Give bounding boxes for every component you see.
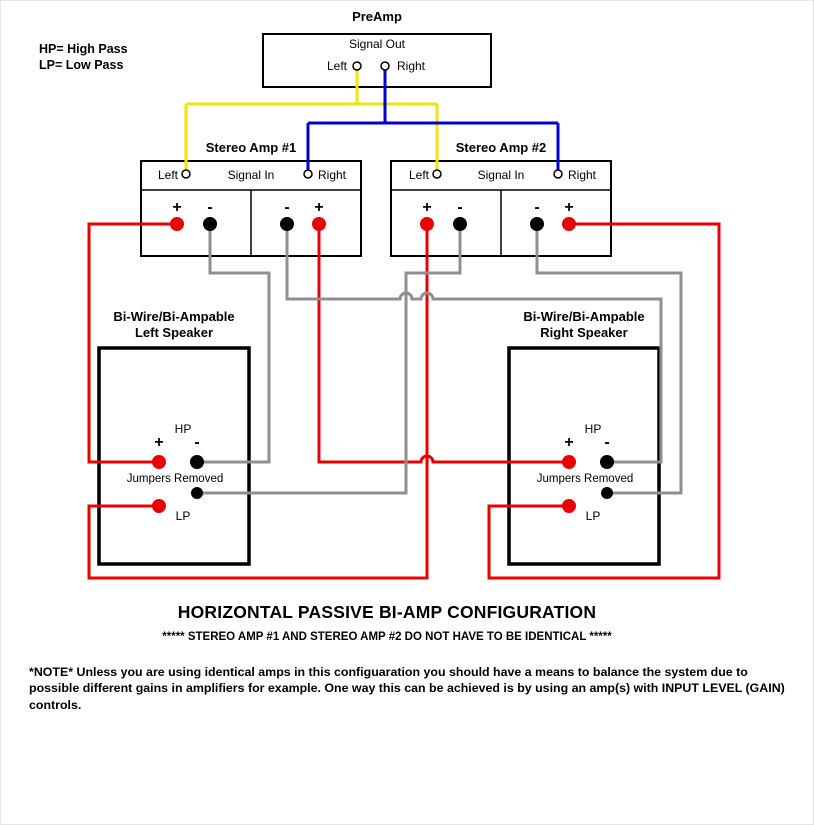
amp1-left-positive-wire [87, 222, 177, 464]
amp2-left-positive-wire [87, 224, 429, 580]
amp1-left-negative-terminal [203, 217, 217, 231]
left-speaker-lp-positive-terminal [152, 499, 166, 513]
right-speaker-minus-sign: - [604, 434, 609, 451]
left-speaker-plus-sign: + [154, 434, 163, 451]
preamp-right-label: Right [397, 59, 426, 73]
amp1-left-plus-sign: + [172, 199, 181, 216]
amp1-left-input-jack [181, 169, 191, 179]
amp1-right-positive-terminal [312, 217, 326, 231]
amp2-left-positive-terminal [420, 217, 434, 231]
right-speaker-hp-negative-terminal [600, 455, 614, 469]
amp2-left-negative-wire [197, 224, 462, 495]
left-speaker-hp-negative-terminal [190, 455, 204, 469]
amp1-right-negative-wire [285, 224, 663, 464]
amp1-left-minus-sign: - [207, 199, 212, 216]
amp2-right-label: Right [568, 168, 597, 182]
amp2-right-negative-wire [535, 224, 683, 495]
right-signal-wire [306, 70, 560, 173]
amp2-right-plus-sign: + [564, 199, 573, 216]
amp2-right-minus-sign: - [534, 199, 539, 216]
amp1-left-positive-terminal [170, 217, 184, 231]
amp1-right-label: Right [318, 168, 347, 182]
left-signal-wire [184, 70, 439, 173]
terminals [152, 61, 614, 513]
diagram-subtitle: ***** STEREO AMP #1 AND STEREO AMP #2 DO… [162, 631, 612, 643]
diagram-note: *NOTE* Unless you are using identical am… [29, 665, 785, 712]
right-speaker-plus-sign: + [564, 434, 573, 451]
amp2-right-positive-wire [487, 222, 721, 580]
amp2-left-minus-sign: - [457, 199, 462, 216]
amp1-title: Stereo Amp #1 [206, 140, 297, 155]
labels: HP= High Pass LP= Low Pass PreAmp Signal… [39, 9, 645, 523]
legend-low-pass: LP= Low Pass [39, 58, 123, 72]
amp1-right-minus-sign: - [284, 199, 289, 216]
amp1-right-input-jack [303, 169, 313, 179]
right-speaker-lp-positive-terminal [562, 499, 576, 513]
right-speaker-box [507, 346, 661, 566]
preamp-right-output-jack [380, 61, 390, 71]
preamp-left-label: Left [327, 59, 348, 73]
left-speaker-lp-label: LP [176, 509, 191, 523]
preamp-box [262, 33, 492, 88]
left-speaker-jumpers-label: Jumpers Removed [127, 473, 224, 485]
left-speaker-hp-positive-terminal [152, 455, 166, 469]
amp2-right-positive-terminal [562, 217, 576, 231]
amp2-left-plus-sign: + [422, 199, 431, 216]
amp2-left-label: Left [409, 168, 430, 182]
negative-terminals [190, 217, 614, 499]
preamp-title: PreAmp [352, 9, 402, 24]
right-speaker-title-line2: Right Speaker [540, 325, 627, 340]
legend-high-pass: HP= High Pass [39, 42, 128, 56]
amp2-title: Stereo Amp #2 [456, 140, 547, 155]
right-speaker-lp-negative-terminal [601, 487, 613, 499]
positive-terminals [152, 217, 576, 513]
left-speaker-box [97, 346, 251, 566]
preamp-left-output-jack [352, 61, 362, 71]
amp1-section-label: Signal In [228, 168, 275, 182]
left-speaker-lp-negative-terminal [191, 487, 203, 499]
wiring-diagram-canvas: HP= High Pass LP= Low Pass PreAmp Signal… [39, 9, 721, 580]
right-speaker-jumpers-label: Jumpers Removed [537, 473, 634, 485]
amp1-left-negative-wire [197, 224, 271, 464]
amp1-right-plus-sign: + [314, 199, 323, 216]
amp1-left-label: Left [158, 168, 179, 182]
diagram-title: HORIZONTAL PASSIVE BI-AMP CONFIGURATION [177, 602, 597, 622]
amp2-left-negative-terminal [453, 217, 467, 231]
amp2-section-label: Signal In [478, 168, 525, 182]
wires [87, 70, 721, 580]
amp2-left-input-jack [432, 169, 442, 179]
component-boxes [97, 33, 661, 566]
amp1-right-negative-terminal [280, 217, 294, 231]
left-speaker-minus-sign: - [194, 434, 199, 451]
amp2-right-input-jack [553, 169, 563, 179]
right-speaker-hp-label: HP [585, 422, 602, 436]
right-speaker-lp-label: LP [586, 509, 601, 523]
preamp-section-label: Signal Out [349, 37, 406, 51]
right-speaker-title-line1: Bi-Wire/Bi-Ampable [523, 309, 644, 324]
right-speaker-hp-positive-terminal [562, 455, 576, 469]
amp2-right-negative-terminal [530, 217, 544, 231]
left-speaker-title-line1: Bi-Wire/Bi-Ampable [113, 309, 234, 324]
left-speaker-hp-label: HP [175, 422, 192, 436]
left-speaker-title-line2: Left Speaker [135, 325, 213, 340]
